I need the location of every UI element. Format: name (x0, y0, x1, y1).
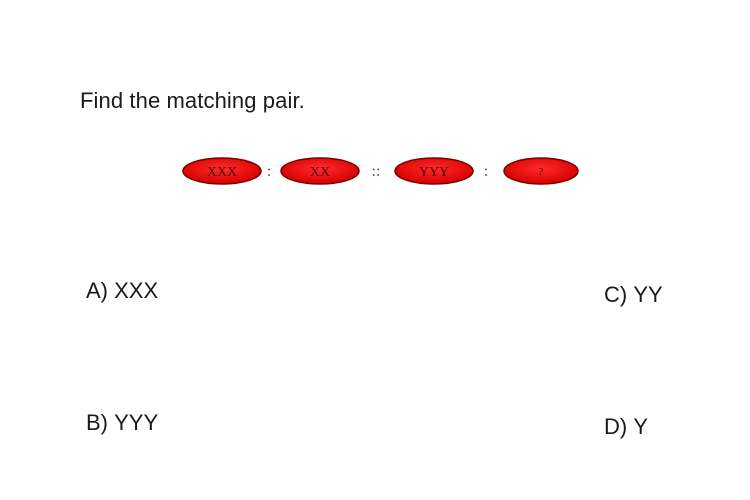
option-a[interactable]: A) XXX (86, 278, 158, 304)
option-c-text: YY (633, 282, 663, 307)
analogy-separator-1: : (267, 163, 271, 180)
option-a-text: XXX (114, 278, 159, 303)
option-b[interactable]: B) YYY (86, 410, 158, 436)
option-d-text: Y (633, 414, 649, 439)
analogy-term-3-label: YYY (419, 165, 449, 180)
option-d[interactable]: D) Y (604, 414, 648, 440)
option-d-letter: D) (604, 414, 628, 439)
analogy-separator-2: :: (372, 163, 381, 180)
analogy-term-3: YYY (394, 157, 474, 185)
option-c[interactable]: C) YY (604, 282, 663, 308)
option-a-letter: A) (86, 278, 108, 303)
analogy-separator-3: : (484, 163, 488, 180)
option-b-text: YYY (114, 410, 159, 435)
analogy-figure: XXX : XX :: YYY : ? (180, 153, 580, 189)
option-c-letter: C) (604, 282, 628, 307)
question-text: Find the matching pair. (80, 88, 305, 113)
analogy-term-4-label: ? (539, 166, 544, 178)
analogy-term-4: ? (503, 157, 579, 185)
analogy-term-1-label: XXX (207, 165, 237, 180)
analogy-term-2: XX (280, 157, 360, 185)
analogy-term-2-label: XX (310, 165, 330, 180)
analogy-svg: XXX : XX :: YYY : ? (182, 157, 579, 185)
option-b-letter: B) (86, 410, 108, 435)
analogy-term-1: XXX (182, 157, 262, 185)
